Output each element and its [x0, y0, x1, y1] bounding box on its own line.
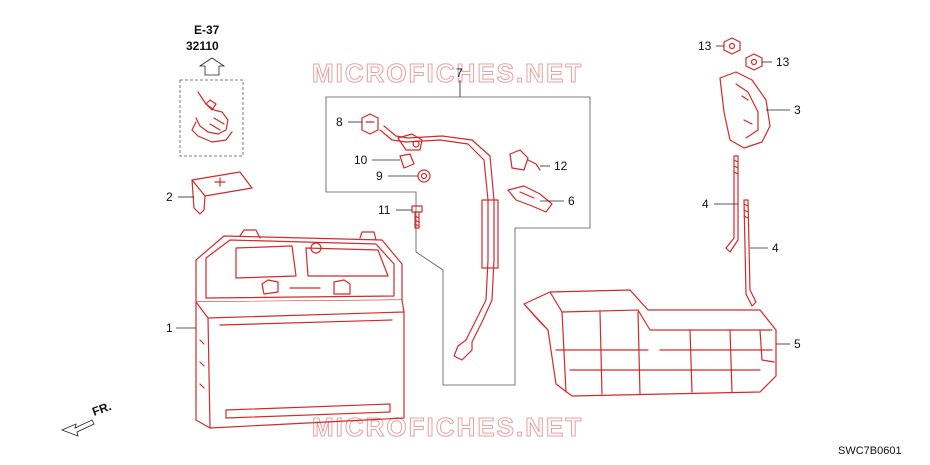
part-9-nut [417, 169, 431, 183]
part-13-nut-right [745, 53, 763, 71]
callout-10: 10 [354, 153, 368, 167]
part-10-terminal [399, 153, 415, 169]
up-arrow-icon [198, 57, 226, 76]
part-4-rod-left [725, 155, 739, 253]
part-13-nut-left [723, 37, 741, 55]
callout-12: 12 [554, 159, 568, 173]
callout-13-left: 13 [698, 39, 712, 53]
part-3-hold-down-bracket [719, 71, 771, 149]
part-8-bolt-cap [361, 113, 379, 135]
callout-8: 8 [336, 115, 343, 129]
callout-1: 1 [166, 321, 173, 335]
callout-9: 9 [376, 169, 383, 183]
front-direction-indicator: FR. [60, 399, 113, 437]
reference-line2: 32110 [186, 39, 219, 53]
callout-4-left: 4 [702, 197, 709, 211]
battery-cable [379, 125, 499, 361]
callout-6: 6 [568, 194, 575, 208]
part-6-clamp [507, 185, 553, 213]
callout-11: 11 [378, 203, 391, 217]
callout-13-right: 13 [776, 55, 790, 69]
front-arrow-icon [60, 419, 95, 437]
part-1-battery [195, 229, 405, 429]
part-4-rod-right [743, 199, 757, 307]
callout-2: 2 [166, 190, 173, 204]
part-12-clip [509, 149, 541, 171]
reference-line1: E-37 [194, 23, 220, 37]
callout-4-right: 4 [772, 241, 779, 255]
diagram-code: SWC7B0601 [838, 445, 902, 457]
callout-7: 7 [456, 66, 463, 80]
callout-3: 3 [794, 103, 801, 117]
callout-leaders [176, 45, 790, 345]
part-11-bolt [411, 205, 423, 229]
part-7-cable-group-box [325, 80, 591, 386]
watermark-top: MICROFICHES.NET [312, 58, 583, 88]
callout-5: 5 [794, 337, 801, 351]
reference-block: E-37 32110 [186, 23, 226, 76]
callout-labels: 1 2 3 4 4 5 6 7 8 9 10 11 12 13 13 [166, 39, 801, 351]
reference-detail [179, 79, 244, 157]
part-5-battery-tray [523, 289, 777, 397]
front-label: FR. [90, 399, 113, 419]
part-2-terminal-cover [191, 171, 253, 215]
watermark-bottom: MICROFICHES.NET [312, 412, 583, 442]
